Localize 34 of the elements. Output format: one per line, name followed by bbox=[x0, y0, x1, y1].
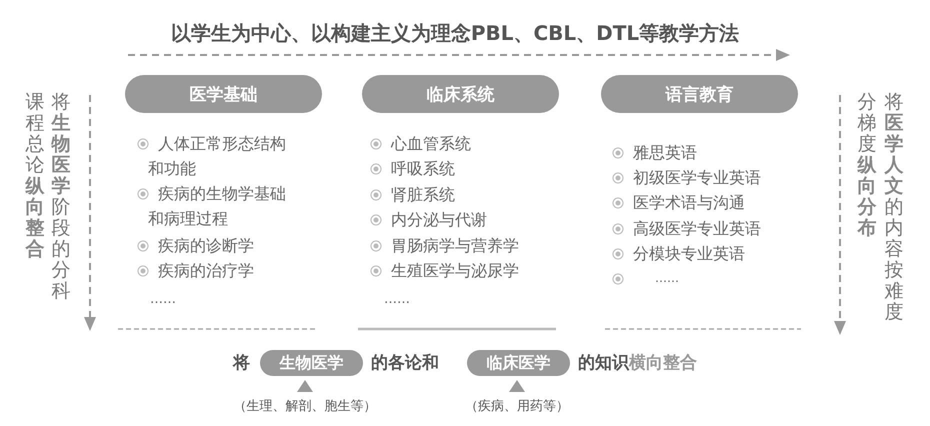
list-item: 人体正常形态结构和功能 bbox=[148, 133, 287, 180]
title: 以学生为中心、以构建主义为理念PBL、CBL、DTL等教学方法 bbox=[170, 20, 740, 47]
list-item: 医学术语与沟通 bbox=[633, 192, 745, 214]
ellipsis: …… bbox=[384, 291, 410, 309]
list-item: 高级医学专业英语 bbox=[633, 218, 761, 240]
list-item: …… bbox=[655, 270, 679, 287]
vertical-text: 将医学人文的内容按难度 bbox=[884, 92, 904, 323]
list-item: 雅思英语 bbox=[633, 142, 697, 164]
vertical-text: 课程总论纵向整合 bbox=[25, 92, 45, 260]
list-item: 内分泌与代谢 bbox=[391, 209, 487, 231]
vertical-text: 将生物医学阶段的分科 bbox=[51, 92, 71, 302]
list-item: 分模块专业英语 bbox=[633, 243, 745, 265]
list-item: 疾病的治疗学 bbox=[158, 260, 254, 282]
list-item: 胃肠病学与营养学 bbox=[391, 235, 519, 257]
example-text: （疾病、用药等） bbox=[464, 398, 570, 415]
sentence-text: 的知识 bbox=[578, 352, 629, 375]
list-item: 肾脏系统 bbox=[391, 184, 455, 206]
list-item: 初级医学专业英语 bbox=[633, 167, 761, 189]
list-item: 心血管系统 bbox=[391, 133, 471, 155]
category-pill: 临床系统 bbox=[362, 75, 559, 113]
vertical-text: 分梯度纵向分布 bbox=[857, 92, 877, 239]
list-item: 呼吸系统 bbox=[391, 158, 455, 180]
list-item: 疾病的生物学基础和病理过程 bbox=[148, 183, 287, 230]
sentence-text: 横向整合 bbox=[629, 352, 697, 375]
term-pill: 生物医学 bbox=[260, 350, 363, 376]
sentence-text: 的各论和 bbox=[371, 352, 439, 375]
ellipsis: …… bbox=[150, 291, 176, 309]
sentence-text: 将 bbox=[233, 352, 250, 375]
list-item: 疾病的诊断学 bbox=[158, 235, 254, 257]
example-text: （生理、解剖、胞生等） bbox=[232, 398, 378, 415]
term-pill: 临床医学 bbox=[467, 350, 570, 376]
category-pill: 医学基础 bbox=[125, 75, 322, 113]
category-pill: 语言教育 bbox=[601, 75, 798, 113]
list-item: 生殖医学与泌尿学 bbox=[391, 260, 519, 282]
